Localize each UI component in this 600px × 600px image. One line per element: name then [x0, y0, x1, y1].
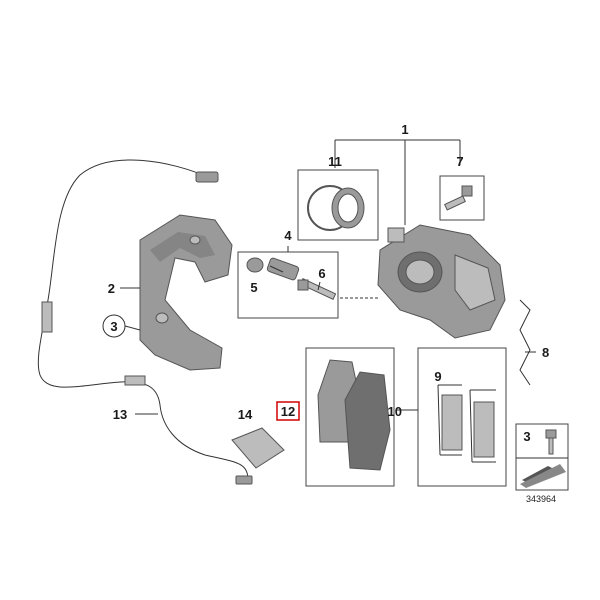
- retaining-spring-icon: [519, 299, 531, 386]
- brake-pad-icon: [317, 359, 391, 471]
- spring-clip-icon: [437, 384, 496, 463]
- bleeder-screw-icon: [444, 185, 473, 211]
- leader-lines: [120, 139, 536, 415]
- callout-3-circled: 3: [102, 314, 126, 338]
- callout-3: 3: [110, 319, 117, 334]
- callout-11: 11: [328, 154, 342, 169]
- callout-12-highlighted: 12: [276, 401, 300, 421]
- guide-sleeve-icon: [246, 257, 300, 281]
- seal-ring-icon: [307, 185, 365, 231]
- arrow-icon: [520, 464, 566, 488]
- grease-sachet-icon: [231, 427, 285, 469]
- diagram-number: 343964: [526, 494, 556, 504]
- wear-sensor-cable-icon: [37, 159, 253, 485]
- callout-10: 10: [388, 404, 402, 419]
- callout-12: 12: [281, 404, 295, 419]
- callout-4: 4: [284, 228, 292, 243]
- callout-8: 8: [542, 345, 549, 360]
- spring-kit-box: [417, 347, 507, 487]
- callout-7: 7: [456, 154, 463, 169]
- guide-bolt-icon: [297, 278, 337, 300]
- caliper-carrier-icon: [139, 214, 233, 371]
- brake-pad-box: [305, 347, 395, 487]
- callout-14: 14: [238, 407, 253, 422]
- bleeder-box: [439, 175, 485, 221]
- callout-9: 9: [434, 369, 441, 384]
- brake-caliper-icon: [377, 224, 506, 339]
- callout-13: 13: [113, 407, 127, 422]
- callout-6: 6: [318, 266, 325, 281]
- callout-5: 5: [250, 280, 257, 295]
- seal-kit-box: [297, 169, 379, 241]
- callout-1: 1: [401, 122, 408, 137]
- callout-2: 2: [108, 281, 115, 296]
- legend-box: 3: [515, 423, 569, 491]
- legend-callout-3: 3: [523, 429, 530, 444]
- bolt-icon: [545, 429, 557, 455]
